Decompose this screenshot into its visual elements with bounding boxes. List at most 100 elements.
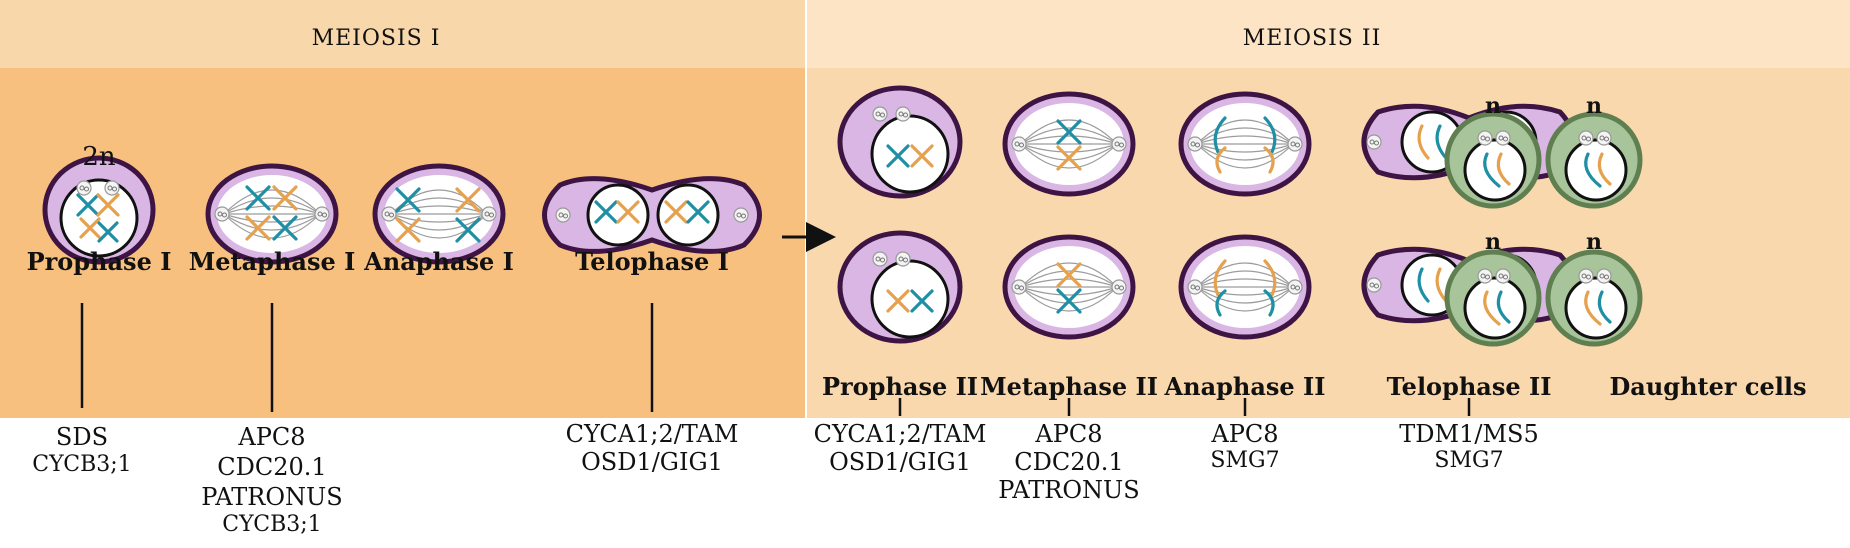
centrosome — [481, 206, 497, 222]
chromosome — [910, 289, 934, 313]
centrosome — [872, 106, 888, 122]
daughter-cell-1 — [1444, 111, 1542, 209]
meiosis2-header: MEIOSIS II — [1242, 26, 1382, 51]
chromosome — [1597, 152, 1612, 186]
chromosome — [1213, 259, 1227, 297]
connector-lines — [80, 303, 1471, 416]
chromosome — [886, 289, 910, 313]
chromosome — [1215, 146, 1227, 174]
phase-label-prophase-1: Prophase I — [26, 247, 172, 276]
daughter-cell-3 — [1444, 249, 1542, 347]
nucleus — [1463, 276, 1527, 340]
gene-item: CYCA1;2/TAM — [565, 420, 739, 448]
chromosome — [272, 215, 298, 241]
cell-anaphase-2-top — [1178, 91, 1312, 197]
chromosome — [594, 200, 618, 224]
ploidy-n-label-4: n — [1586, 229, 1602, 255]
gene-item: APC8 — [1211, 420, 1279, 448]
ploidy-n-label-1: n — [1485, 93, 1501, 119]
chromosome — [1263, 116, 1277, 154]
chromosome — [245, 215, 271, 241]
nucleus — [586, 183, 650, 247]
nucleus — [1463, 138, 1527, 202]
gene-item: APC8 — [1035, 420, 1103, 448]
cell-metaphase-2-top — [1002, 91, 1136, 197]
chromosome — [76, 193, 100, 217]
nucleus — [870, 259, 950, 339]
centrosome — [1011, 279, 1027, 295]
chromosome — [1056, 119, 1082, 145]
chromosome — [1597, 290, 1612, 324]
centrosome — [1477, 130, 1493, 146]
phase-label-telophase-2: Telophase II — [1386, 372, 1552, 401]
gene-list-metaphase-2: APC8 CDC20.1 PATRONUS — [998, 420, 1139, 504]
centrosome — [1187, 136, 1203, 152]
chromosome — [245, 185, 271, 211]
gene-item: SMG7 — [1434, 448, 1504, 473]
chromosome — [455, 217, 481, 243]
chromosome — [96, 193, 120, 217]
daughter-cell-4 — [1545, 249, 1643, 347]
gene-item: CYCB3;1 — [222, 512, 322, 537]
centrosome — [314, 206, 330, 222]
gene-item: APC8 — [238, 423, 306, 451]
chromosome — [1417, 124, 1430, 160]
gene-list-prophase-2: CYCA1;2/TAM OSD1/GIG1 — [814, 420, 987, 476]
nucleus — [870, 114, 950, 194]
meiosis1-header-band — [0, 0, 806, 68]
chromosome — [1483, 290, 1501, 326]
cell-prophase-2-bottom — [837, 230, 963, 344]
chromosome — [1417, 267, 1430, 303]
phase-label-telophase-1: Telophase I — [575, 247, 729, 276]
centrosome — [733, 207, 749, 223]
centrosome — [1578, 268, 1594, 284]
chromosome — [1483, 152, 1501, 188]
ploidy-2n-label: 2n — [82, 142, 116, 172]
centrosome — [1495, 130, 1511, 146]
gene-list-anaphase-2: APC8 SMG7 — [1210, 420, 1279, 474]
phase-label-metaphase-2: Metaphase II — [980, 372, 1158, 401]
centrosome — [1578, 130, 1594, 146]
chromosome — [1263, 289, 1275, 317]
chromosome — [910, 144, 934, 168]
centrosome — [1187, 279, 1203, 295]
phase-label-metaphase-1: Metaphase I — [188, 247, 356, 276]
gene-item: CDC20.1 — [217, 453, 327, 481]
meiosis2-header-band — [806, 0, 1850, 68]
centrosome — [1287, 279, 1303, 295]
chromosome — [272, 185, 298, 211]
cells — [42, 85, 1643, 347]
chromosome — [395, 187, 421, 213]
centrosome — [1596, 268, 1612, 284]
phase-label-anaphase-2: Anaphase II — [1164, 372, 1326, 401]
chromosome — [1263, 146, 1275, 174]
centrosome — [76, 180, 92, 196]
cell-prophase-1 — [42, 155, 156, 265]
cell-anaphase-2-bottom — [1178, 234, 1312, 340]
cell-anaphase-1 — [372, 163, 506, 265]
gene-list-metaphase-1: APC8 CDC20.1 PATRONUS CYCB3;1 — [201, 422, 342, 538]
cell-prophase-2-top — [837, 85, 963, 199]
spindle — [223, 189, 321, 239]
meiosis1-header: MEIOSIS I — [311, 26, 441, 51]
cell-metaphase-2-bottom — [1002, 234, 1136, 340]
nucleus — [1564, 276, 1628, 340]
chromosome — [1056, 288, 1082, 314]
chromosome — [1435, 267, 1448, 303]
gene-item: PATRONUS — [998, 476, 1140, 504]
gene-list-telophase-1: CYCA1;2/TAM OSD1/GIG1 — [566, 420, 739, 476]
spindle — [1196, 262, 1294, 312]
gene-item: CYCA1;2/TAM — [813, 420, 987, 448]
centrosome — [1366, 134, 1382, 150]
chromosome — [1435, 124, 1448, 160]
phase-label-prophase-2: Prophase II — [821, 372, 979, 401]
chromosome — [455, 187, 481, 213]
centrosome — [214, 206, 230, 222]
nucleus — [1564, 138, 1628, 202]
chromosome — [1056, 145, 1082, 171]
chromosome — [395, 217, 421, 243]
chromosome — [664, 200, 688, 224]
chromosome — [1056, 262, 1082, 288]
chromosome — [616, 200, 640, 224]
centrosome — [381, 206, 397, 222]
